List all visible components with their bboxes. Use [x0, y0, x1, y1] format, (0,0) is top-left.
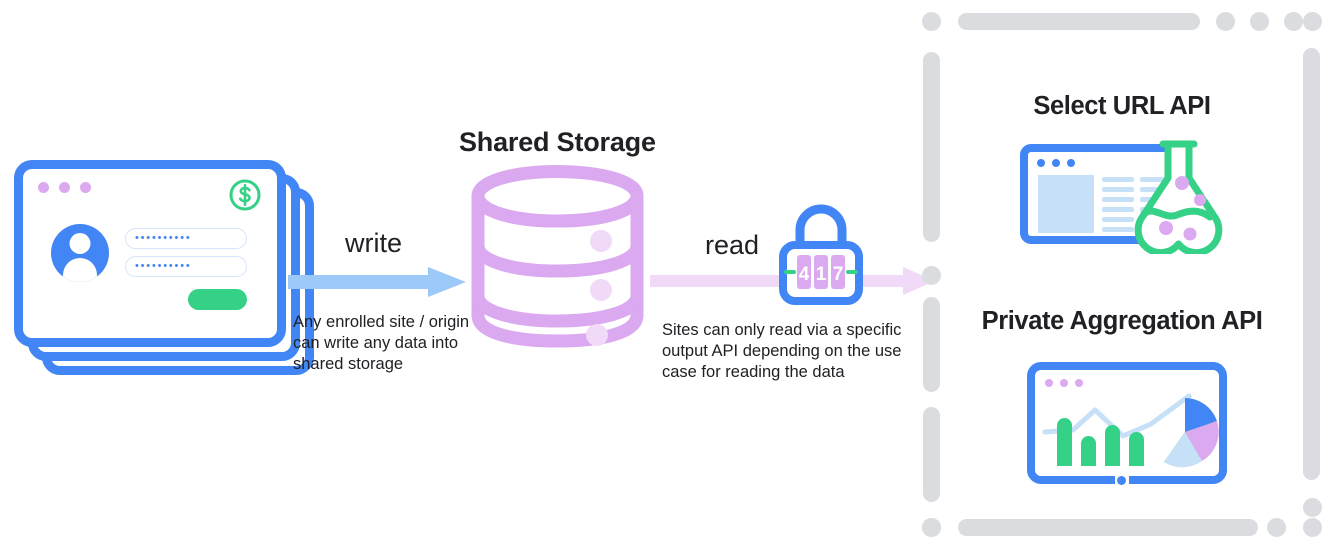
bar-1	[1057, 418, 1072, 466]
password-field-value: ••••••••••	[135, 260, 192, 272]
svg-text:1: 1	[816, 264, 827, 285]
content-text-line	[1102, 207, 1134, 212]
browser-dots-icon	[1037, 159, 1075, 167]
select-url-api-title: Select URL API	[1033, 92, 1211, 120]
panel-border-dash	[923, 52, 940, 242]
content-text-line	[1140, 177, 1178, 182]
username-field-value: ••••••••••	[135, 232, 192, 244]
content-text-line	[1102, 197, 1134, 202]
username-field[interactable]: ••••••••••	[125, 228, 247, 249]
content-text-line	[1102, 177, 1134, 182]
private-aggregation-api-title: Private Aggregation API	[981, 307, 1263, 335]
password-field[interactable]: ••••••••••	[125, 256, 247, 277]
stacked-site-cards: •••••••••• ••••••••••	[14, 160, 314, 375]
combination-lock-icon: 4 1 7	[777, 200, 865, 305]
content-image-block	[1038, 175, 1094, 233]
flask-icon	[1130, 136, 1227, 259]
panel-border-dot	[1303, 498, 1322, 517]
content-text-line	[1102, 217, 1134, 222]
browser-bottom-dot	[1117, 476, 1126, 485]
panel-border-dot	[1267, 518, 1286, 537]
content-text-line	[1102, 187, 1134, 192]
browser-frame	[1027, 362, 1227, 484]
panel-border-dot	[1284, 12, 1303, 31]
bar-3	[1105, 425, 1120, 466]
panel-border-dot	[1303, 12, 1322, 31]
svg-text:7: 7	[833, 264, 844, 285]
bar-2	[1081, 436, 1096, 466]
write-arrow-label: write	[345, 228, 403, 258]
write-arrow-icon	[288, 265, 468, 304]
panel-border-dash	[958, 519, 1258, 536]
read-description: Sites can only read via a specific outpu…	[662, 321, 902, 381]
shared-storage-title: Shared Storage	[459, 127, 656, 157]
pie-chart	[1164, 398, 1219, 468]
panel-border-dot	[1250, 12, 1269, 31]
read-arrow-label: read	[705, 230, 760, 260]
panel-border-dash	[923, 297, 940, 392]
browser-with-charts-icon	[1027, 362, 1227, 487]
browser-with-flask-icon	[1012, 136, 1227, 257]
browser-dots-icon	[1045, 379, 1083, 387]
browser-dots-icon	[38, 182, 91, 193]
svg-text:4: 4	[799, 264, 810, 285]
panel-border-dash	[958, 13, 1200, 30]
panel-border-dot	[1303, 518, 1322, 537]
dollar-circle-icon	[227, 177, 263, 213]
site-card-front: •••••••••• ••••••••••	[14, 160, 286, 347]
write-description: Any enrolled site / origin can write any…	[293, 313, 470, 373]
panel-border-dot	[1216, 12, 1235, 31]
panel-border-dot	[922, 518, 941, 537]
panel-border-dot	[922, 12, 941, 31]
panel-border-dash	[923, 407, 940, 502]
user-avatar-icon	[51, 224, 109, 282]
bar-4	[1129, 432, 1144, 466]
panel-border-dash	[1303, 48, 1320, 480]
output-apis-panel: Select URL API	[922, 12, 1322, 537]
submit-button[interactable]	[188, 289, 247, 310]
content-text-line	[1102, 227, 1134, 232]
panel-border-dot	[922, 266, 941, 285]
database-cylinder-icon	[470, 163, 645, 348]
